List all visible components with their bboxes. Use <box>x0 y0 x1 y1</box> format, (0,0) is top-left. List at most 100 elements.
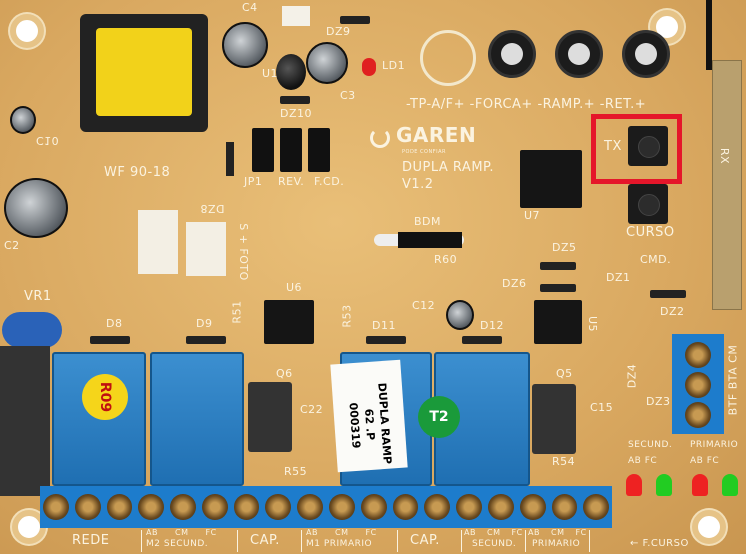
led-group-title: PRIMARIO <box>690 440 739 450</box>
label-dz4: DZ4 <box>625 363 639 389</box>
terminal-label: M1 PRIMARIO <box>306 539 373 549</box>
label-btf: BTF BTA CM <box>726 344 740 416</box>
label-dz9: DZ9 <box>326 25 351 38</box>
diode-dz6 <box>540 284 576 292</box>
diode-dz9 <box>340 16 370 24</box>
connector-foto[interactable] <box>186 222 226 276</box>
mounting-hole <box>10 14 44 48</box>
relay: T2 <box>418 352 530 486</box>
terminal-label: SECUND. <box>472 539 517 549</box>
terminal-label: CAP. <box>250 533 280 548</box>
capacitor-c3 <box>306 42 348 84</box>
label-sticker: DUPLA RAMP 62 .P 000319 <box>330 359 408 473</box>
label-vr1: VR1 <box>24 289 52 304</box>
bdm-header[interactable] <box>398 232 462 248</box>
tx-button[interactable] <box>628 126 668 166</box>
board-version: V1.2 <box>402 177 434 192</box>
board-model: DUPLA RAMP. <box>402 160 494 175</box>
terminal-label: REDE <box>72 533 110 548</box>
terminal-strip[interactable] <box>40 486 612 528</box>
fcurso-label: ← F.CURSO <box>630 538 689 549</box>
led-group-sub: AB FC <box>628 456 658 466</box>
diode-d8 <box>90 336 130 344</box>
label-r51: R51 <box>230 300 244 324</box>
pot-ret[interactable] <box>622 30 670 78</box>
jumpers[interactable] <box>252 128 336 172</box>
terminal-sublabel: AB CM FC <box>464 528 523 537</box>
curso-label: CURSO <box>626 225 675 240</box>
led-red <box>626 474 642 496</box>
label-u1: U1 <box>262 67 279 80</box>
diode-d9 <box>186 336 226 344</box>
capacitor-c4 <box>222 22 268 68</box>
tx-label: TX <box>604 139 622 154</box>
varistor-vr1 <box>2 312 62 348</box>
relay: R09 <box>52 352 146 486</box>
label-dz2: DZ2 <box>660 305 685 318</box>
label-u5: U5 <box>586 315 600 333</box>
pot-ramp[interactable] <box>555 30 603 78</box>
brand-name: GAREN <box>396 123 477 147</box>
label-bdm: BDM <box>414 215 442 228</box>
label-r55: R55 <box>284 465 308 478</box>
curso-button[interactable] <box>628 184 668 224</box>
label-d11: D11 <box>372 319 396 332</box>
led-red <box>692 474 708 496</box>
diode-d11 <box>366 336 406 344</box>
green-sticker: T2 <box>418 396 460 438</box>
connector <box>282 6 310 26</box>
label-q5: Q5 <box>556 367 573 380</box>
antenna-wire <box>706 0 712 70</box>
terminal-block-btf[interactable] <box>672 334 724 434</box>
led-group-sub: AB FC <box>690 456 720 466</box>
connector <box>138 210 178 274</box>
transistor-q5 <box>532 384 576 454</box>
label-dz8: DZ8 <box>200 202 225 215</box>
label-rx: RX <box>718 147 732 165</box>
label-foto: S + FOTO <box>236 223 250 281</box>
terminal-sublabel: AB CM FC <box>528 528 587 537</box>
regulator-u1 <box>276 54 306 90</box>
label-r54: R54 <box>552 455 576 468</box>
label-cmd: CMD. <box>640 253 672 266</box>
label-rev: REV. <box>278 175 305 188</box>
label-d8: D8 <box>106 317 123 330</box>
label-r60: R60 <box>434 253 458 266</box>
brand-tagline: PODE CONFIAR <box>402 149 446 155</box>
label-dz5: DZ5 <box>552 241 577 254</box>
capacitor <box>10 106 36 134</box>
pot-labels: -TP-A/F+ -FORCA+ -RAMP.+ -RET.+ <box>406 97 647 112</box>
diode-dz10 <box>280 96 310 104</box>
chip-u5 <box>534 300 582 344</box>
label-c12: C12 <box>412 299 436 312</box>
garen-logo-icon <box>370 128 390 148</box>
label-ld1: LD1 <box>382 59 406 72</box>
diode-dz2 <box>650 290 686 298</box>
label-u6: U6 <box>286 281 303 294</box>
label-u7: U7 <box>524 209 541 222</box>
fuse-holder <box>0 346 50 496</box>
diode <box>226 142 234 176</box>
label-c4: C4 <box>242 1 258 14</box>
terminal-label: M2 SECUND. <box>146 539 209 549</box>
label-c10: C10 <box>36 134 60 147</box>
label-d12: D12 <box>480 319 504 332</box>
mounting-hole <box>692 510 726 544</box>
pot-forca[interactable] <box>488 30 536 78</box>
led-green <box>722 474 738 496</box>
transistor-q6 <box>248 382 292 452</box>
terminal-sublabel: AB CM FC <box>306 528 377 537</box>
label-r53: R53 <box>340 304 354 328</box>
label-c22: C22 <box>300 403 324 416</box>
relay <box>150 352 244 486</box>
diode-d12 <box>462 336 502 344</box>
label-wf: WF 90-18 <box>104 165 171 180</box>
led-group-title: SECUND. <box>628 440 673 450</box>
terminal-label: CAP. <box>410 533 440 548</box>
relay-sticker: R09 <box>82 374 128 420</box>
label-fcd: F.CD. <box>314 175 345 188</box>
label-dz3: DZ3 <box>646 395 671 408</box>
led-green <box>656 474 672 496</box>
transformer <box>80 14 208 132</box>
